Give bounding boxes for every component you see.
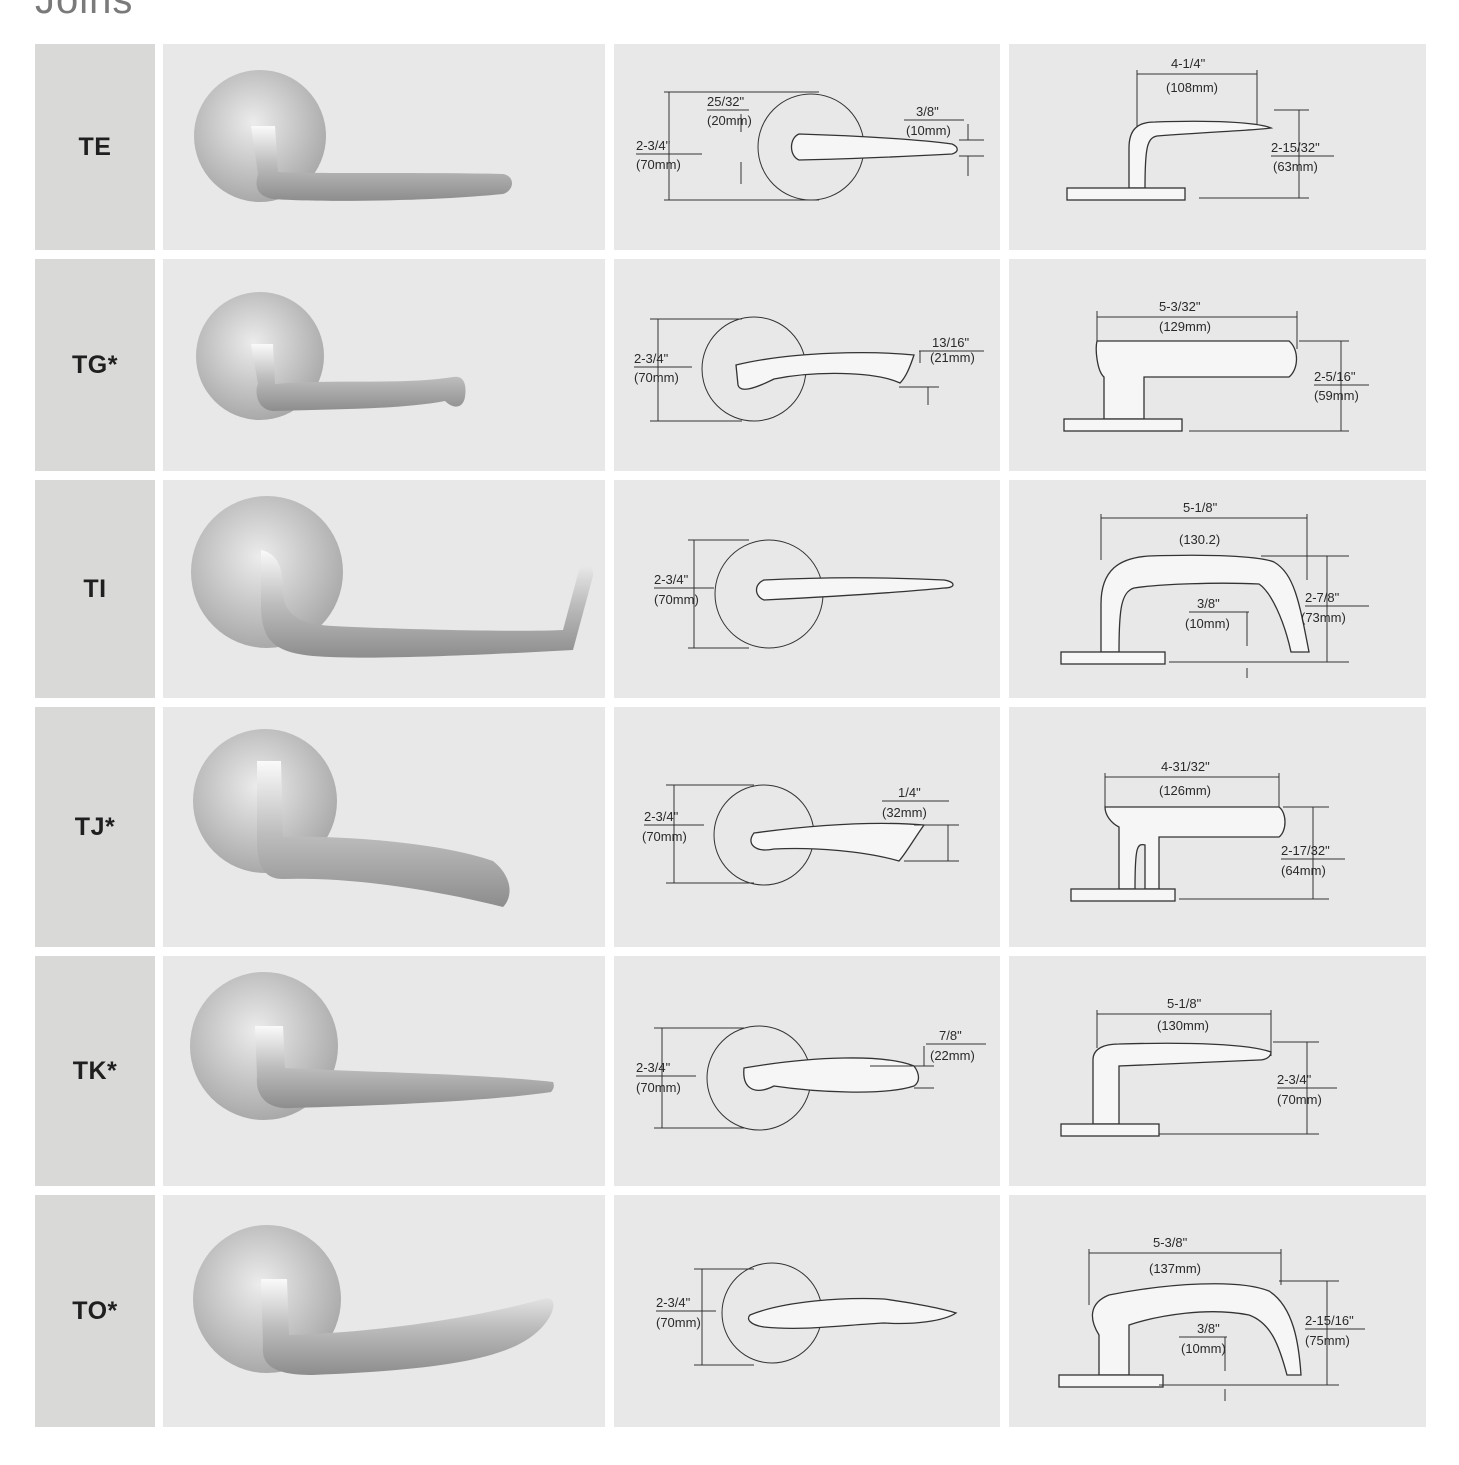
front-rose-mm: (20mm) <box>707 113 752 128</box>
side-drawing: 5-1/8" (130mm) 2-3/4" (70mm) <box>1009 956 1426 1186</box>
front-height-mm: (70mm) <box>656 1315 701 1330</box>
front-tip-in: 3/8" <box>916 104 939 119</box>
front-height-mm: (70mm) <box>634 370 679 385</box>
table-row: TJ* 2-3/4" (70mm) 1/4" (32mm) <box>35 707 1426 947</box>
side-proj-in: 2-3/4" <box>1277 1072 1312 1087</box>
side-proj-mm: (75mm) <box>1305 1333 1350 1348</box>
side-length-in: 5-1/8" <box>1167 996 1202 1011</box>
front-height-mm: (70mm) <box>636 1080 681 1095</box>
side-tip-mm: (10mm) <box>1181 1341 1226 1356</box>
table-row: TK* 2-3/4" (70mm) 7/8" (22mm) <box>35 956 1426 1186</box>
side-length-mm: (130.2) <box>1179 532 1220 547</box>
side-length-in: 4-31/32" <box>1161 759 1210 774</box>
side-proj-mm: (63mm) <box>1273 159 1318 174</box>
model-cell: TO* <box>35 1195 155 1427</box>
model-cell: TG* <box>35 259 155 471</box>
model-label: TE <box>78 132 112 161</box>
side-tip-mm: (10mm) <box>1185 616 1230 631</box>
front-tip-mm: (22mm) <box>930 1048 975 1063</box>
side-length-mm: (108mm) <box>1166 80 1218 95</box>
table-row: TI 2-3/4" (70mm) <box>35 480 1426 698</box>
front-height-mm: (70mm) <box>654 592 699 607</box>
side-length-in: 4-1/4" <box>1171 56 1206 71</box>
front-height-mm: (70mm) <box>636 157 681 172</box>
lever-photo <box>163 44 605 250</box>
side-proj-in: 2-15/16" <box>1305 1313 1354 1328</box>
side-length-in: 5-1/8" <box>1183 500 1218 515</box>
lever-photo <box>163 956 605 1186</box>
lever-photo <box>163 259 605 471</box>
side-drawing: 5-3/32" (129mm) 2-5/16" (59mm) <box>1009 259 1426 471</box>
front-drawing: 2-3/4" (70mm) 13/16" (21mm) <box>614 259 1000 471</box>
side-drawing: 5-1/8" (130.2) 2-7/8" (73mm) 3/8" (10mm) <box>1009 480 1426 698</box>
page-title: Joins <box>35 0 134 22</box>
front-drawing: 2-3/4" (70mm) <box>614 480 1000 698</box>
front-tip-mm: (10mm) <box>906 123 951 138</box>
model-cell: TE <box>35 44 155 250</box>
front-drawing: 2-3/4" (70mm) 7/8" (22mm) <box>614 956 1000 1186</box>
model-label: TK* <box>72 1056 118 1085</box>
model-label: TG* <box>72 350 118 379</box>
model-cell: TK* <box>35 956 155 1186</box>
model-label: TJ* <box>74 812 116 841</box>
side-length-in: 5-3/8" <box>1153 1235 1188 1250</box>
side-proj-mm: (70mm) <box>1277 1092 1322 1107</box>
side-length-mm: (126mm) <box>1159 783 1211 798</box>
front-height-in: 2-3/4" <box>656 1295 691 1310</box>
side-tip-in: 3/8" <box>1197 596 1220 611</box>
front-tip-in: 1/4" <box>898 785 921 800</box>
side-proj-mm: (73mm) <box>1301 610 1346 625</box>
table-row: TG* 2-3/4" (70mm) 13/16" (21mm) <box>35 259 1426 471</box>
side-drawing: 5-3/8" (137mm) 2-15/16" (75mm) 3/8" (10m… <box>1009 1195 1426 1427</box>
side-proj-in: 2-7/8" <box>1305 590 1340 605</box>
front-tip-mm: (21mm) <box>930 350 975 365</box>
side-length-mm: (130mm) <box>1157 1018 1209 1033</box>
model-cell: TJ* <box>35 707 155 947</box>
side-length-mm: (137mm) <box>1149 1261 1201 1276</box>
side-proj-in: 2-15/32" <box>1271 140 1320 155</box>
side-length-mm: (129mm) <box>1159 319 1211 334</box>
side-proj-in: 2-17/32" <box>1281 843 1330 858</box>
front-drawing: 2-3/4" (70mm) 1/4" (32mm) <box>614 707 1000 947</box>
front-drawing: 2-3/4" (70mm) <box>614 1195 1000 1427</box>
table-row: TO* 2-3/4" (70mm) <box>35 1195 1426 1427</box>
lever-photo <box>163 1195 605 1427</box>
front-tip-mm: (32mm) <box>882 805 927 820</box>
model-cell: TI <box>35 480 155 698</box>
lever-photo <box>163 707 605 947</box>
side-drawing: 4-31/32" (126mm) 2-17/32" (64mm) <box>1009 707 1426 947</box>
front-height-in: 2-3/4" <box>654 572 689 587</box>
side-drawing: 4-1/4" (108mm) 2-15/32" (63mm) <box>1009 44 1426 250</box>
side-proj-in: 2-5/16" <box>1314 369 1356 384</box>
side-proj-mm: (59mm) <box>1314 388 1359 403</box>
front-rose-in: 25/32" <box>707 94 745 109</box>
side-proj-mm: (64mm) <box>1281 863 1326 878</box>
front-height-in: 2-3/4" <box>636 1060 671 1075</box>
front-drawing: 2-3/4" (70mm) 25/32" (20mm) 3/8" (10mm) <box>614 44 1000 250</box>
model-label: TI <box>83 574 107 603</box>
front-tip-in: 13/16" <box>932 335 970 350</box>
front-height-in: 2-3/4" <box>636 138 671 153</box>
lever-photo <box>163 480 605 698</box>
side-length-in: 5-3/32" <box>1159 299 1201 314</box>
lever-spec-table: TE 2-3/4" (70mm) 25/32" (20mm <box>35 44 1426 1427</box>
model-label: TO* <box>72 1296 118 1325</box>
front-height-in: 2-3/4" <box>634 351 669 366</box>
front-height-mm: (70mm) <box>642 829 687 844</box>
front-tip-in: 7/8" <box>939 1028 962 1043</box>
side-tip-in: 3/8" <box>1197 1321 1220 1336</box>
table-row: TE 2-3/4" (70mm) 25/32" (20mm <box>35 44 1426 250</box>
front-height-in: 2-3/4" <box>644 809 679 824</box>
